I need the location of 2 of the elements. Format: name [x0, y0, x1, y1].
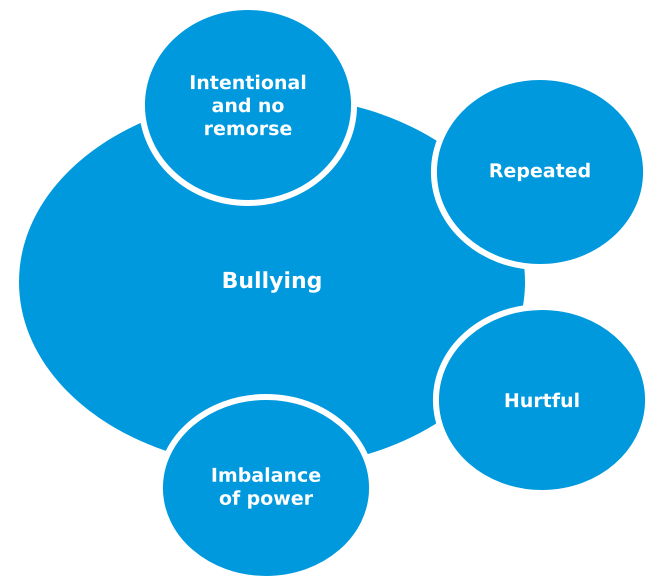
node-label: Bullying [224, 271, 321, 293]
node-label: Imbalance of power [212, 467, 320, 509]
